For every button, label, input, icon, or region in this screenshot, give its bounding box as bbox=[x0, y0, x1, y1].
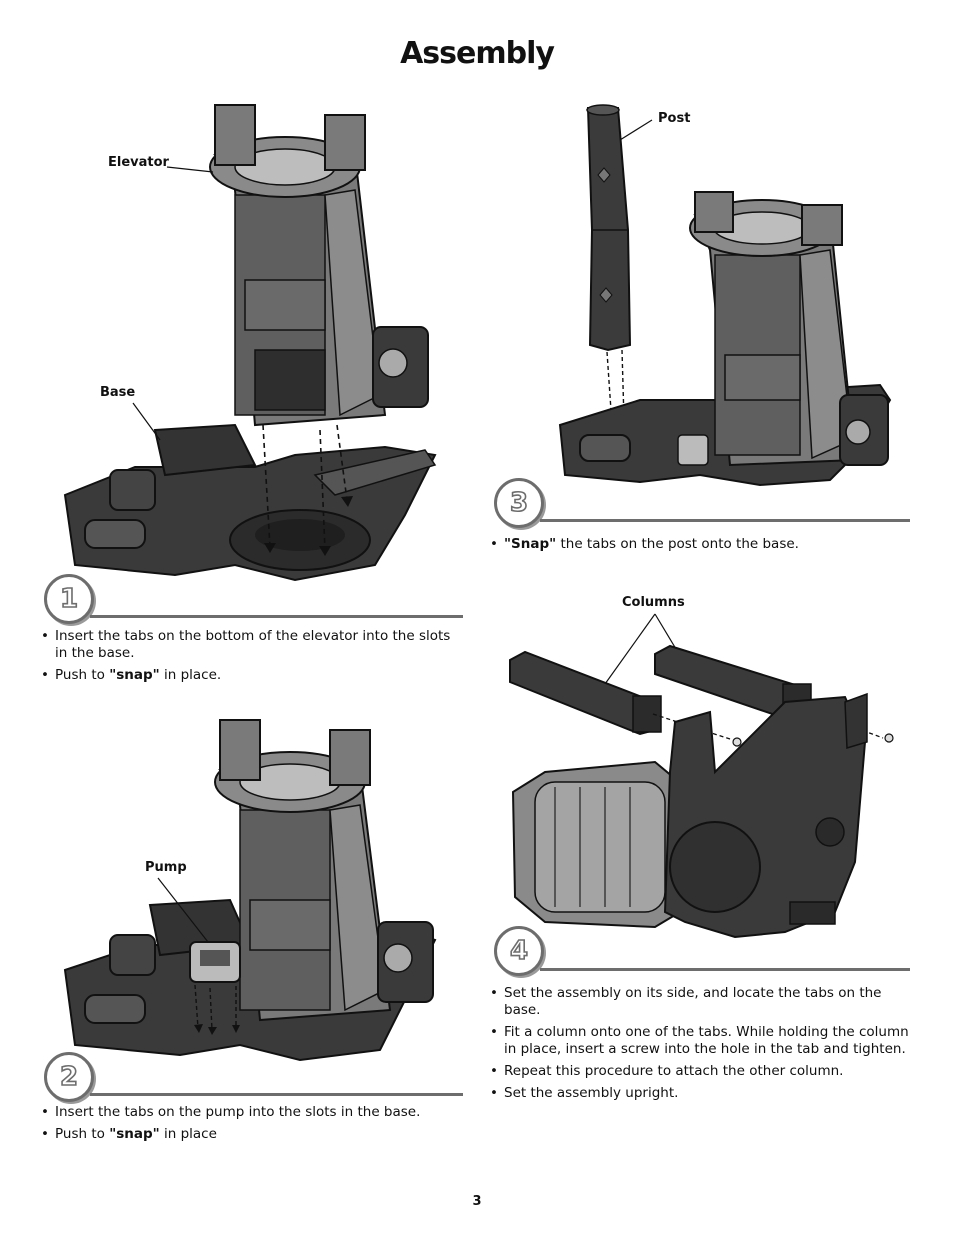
page-number: 3 bbox=[472, 1194, 482, 1209]
list-item: Push to "snap" in place. bbox=[41, 667, 461, 684]
callout-columns: Columns bbox=[622, 595, 685, 610]
list-item: Set the assembly on its side, and locate… bbox=[490, 985, 910, 1019]
step-3-instructions: "Snap" the tabs on the post onto the bas… bbox=[490, 536, 910, 558]
list-item: Insert the tabs on the pump into the slo… bbox=[41, 1104, 461, 1121]
step-4-number: 4 bbox=[494, 926, 544, 976]
step-3-divider bbox=[540, 519, 910, 522]
step-2-illustration bbox=[63, 719, 437, 1062]
step-3-illustration bbox=[558, 104, 892, 487]
step-2-instructions: Insert the tabs on the pump into the slo… bbox=[41, 1104, 461, 1148]
step-2-divider bbox=[90, 1093, 463, 1096]
step-4-divider bbox=[540, 968, 910, 971]
callout-pump: Pump bbox=[145, 860, 187, 875]
callout-elevator: Elevator bbox=[108, 155, 169, 170]
step-1-divider bbox=[90, 615, 463, 618]
list-item: Insert the tabs on the bottom of the ele… bbox=[41, 628, 461, 662]
list-item: "Snap" the tabs on the post onto the bas… bbox=[490, 536, 910, 553]
list-item: Repeat this procedure to attach the othe… bbox=[490, 1063, 910, 1080]
step-4-instructions: Set the assembly on its side, and locate… bbox=[490, 985, 910, 1107]
step-2-number: 2 bbox=[44, 1052, 94, 1102]
step-4-illustration bbox=[509, 613, 894, 939]
callout-base: Base bbox=[100, 385, 136, 400]
list-item: Set the assembly upright. bbox=[490, 1085, 910, 1102]
step-3-number: 3 bbox=[494, 478, 544, 528]
page-title: Assembly bbox=[400, 36, 555, 71]
step-1-number: 1 bbox=[44, 574, 94, 624]
step-1-illustration bbox=[63, 104, 437, 582]
callout-post: Post bbox=[658, 111, 691, 126]
list-item: Fit a column onto one of the tabs. While… bbox=[490, 1024, 910, 1058]
list-item: Push to "snap" in place bbox=[41, 1126, 461, 1143]
step-1-instructions: Insert the tabs on the bottom of the ele… bbox=[41, 628, 461, 689]
